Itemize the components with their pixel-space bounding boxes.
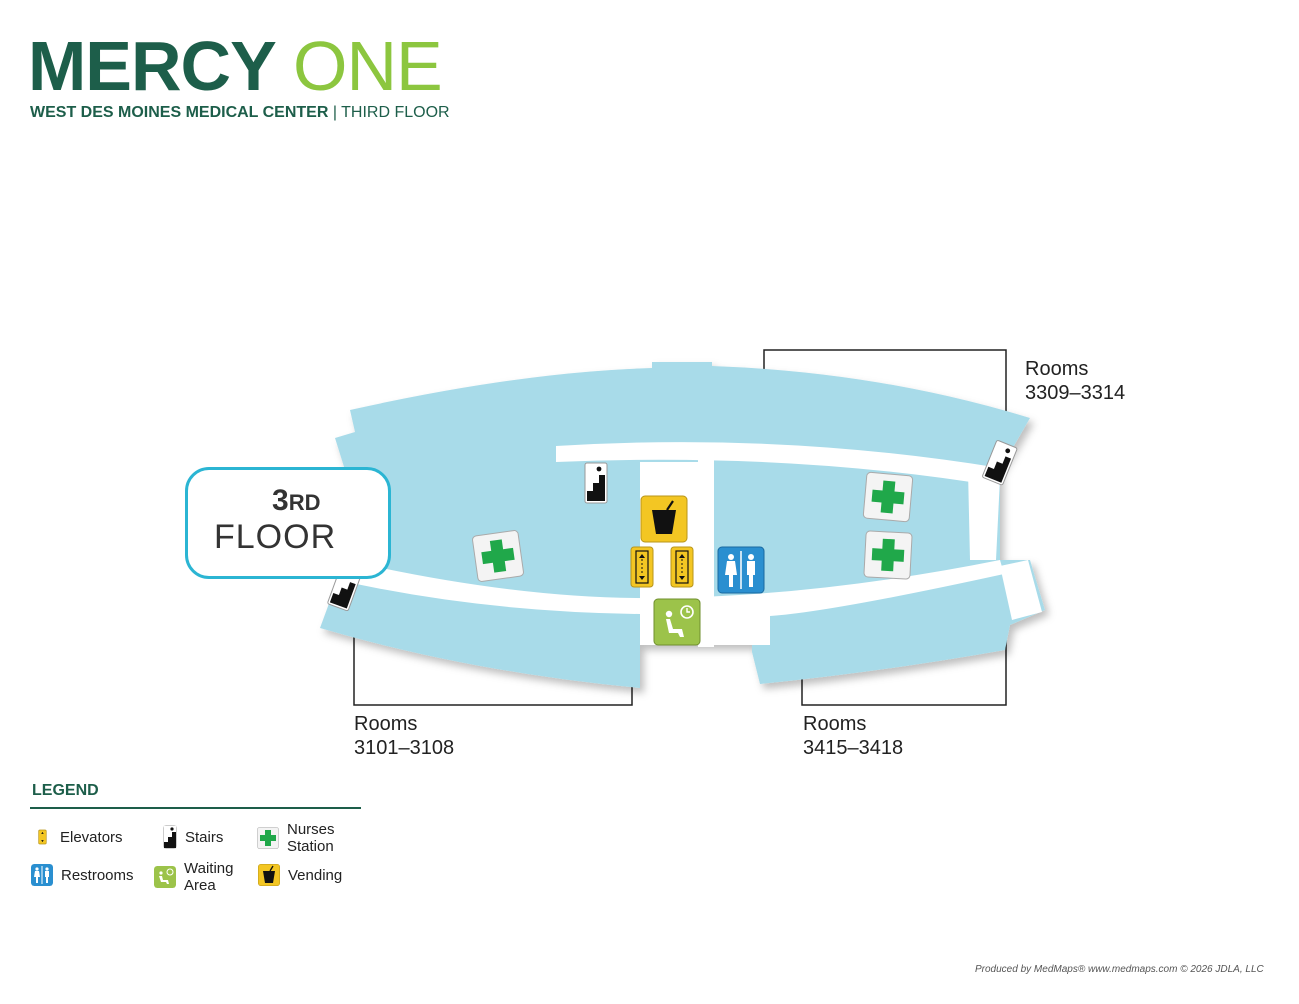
page-subtitle: WEST DES MOINES MEDICAL CENTER | THIRD F…	[30, 104, 450, 122]
subtitle-separator: |	[328, 104, 342, 121]
floor-badge	[185, 467, 391, 579]
legend-label: Elevators	[60, 828, 123, 846]
room-label-range: 3309–3314	[1025, 382, 1126, 404]
legend-item-stairs: Stairs	[163, 825, 223, 849]
waiting-area-icon	[154, 866, 176, 888]
legend-label: Waiting Area	[184, 860, 234, 894]
stairs-icon	[584, 462, 608, 504]
nurses-station-icon	[472, 530, 524, 582]
vending-icon	[258, 864, 280, 886]
legend-divider	[30, 807, 361, 809]
legend-item-nurses-station: Nurses Station	[257, 821, 335, 855]
legend-label: Restrooms	[61, 866, 134, 884]
restroom-icon	[31, 864, 53, 886]
facility-name: WEST DES MOINES MEDICAL CENTER	[30, 104, 329, 121]
floor-number: 3	[272, 484, 289, 517]
stairs-icon	[163, 825, 177, 849]
logo-one: ONE	[293, 27, 443, 105]
nurses-station-icon	[863, 530, 913, 580]
east-stair-corridor	[968, 470, 1000, 560]
room-label-title: Rooms	[354, 713, 418, 735]
legend-item-waiting-area: Waiting Area	[154, 860, 233, 894]
legend-label: Nurses Station	[287, 821, 335, 855]
bracket-3415-3418	[801, 600, 1007, 706]
nurses-station-icon	[862, 471, 914, 523]
elevator-icon	[670, 546, 694, 588]
east-annex	[1000, 560, 1042, 620]
legend-item-vending: Vending	[258, 864, 342, 886]
elevator-icon	[38, 829, 47, 845]
elevator-icon	[630, 546, 654, 588]
restroom-icon	[717, 546, 765, 594]
north-corridor	[556, 442, 1000, 486]
legend-item-elevators: Elevators	[38, 825, 123, 849]
legend-label: Stairs	[185, 828, 224, 846]
nurses-station-icon	[257, 827, 279, 849]
waiting-area-icon	[653, 598, 701, 646]
room-label-south-east: Rooms 3415–3418	[803, 712, 903, 760]
vending-icon	[640, 495, 688, 543]
room-label-title: Rooms	[1025, 358, 1089, 380]
legend-item-restrooms: Restrooms	[31, 864, 134, 886]
logo-mercy: MERCY	[28, 27, 277, 105]
floor-title: THIRD FLOOR	[341, 104, 450, 121]
legend-title: LEGEND	[32, 782, 99, 799]
floor-suffix: RD	[288, 490, 321, 515]
stairs-icon	[982, 440, 1018, 486]
floor-ordinal: 3RD	[272, 484, 320, 518]
central-corridor	[698, 452, 714, 647]
room-label-north-east: Rooms 3309–3314	[1025, 357, 1125, 405]
floor-word: FLOOR	[214, 518, 337, 556]
bracket-3101-3108	[353, 630, 633, 706]
room-label-range: 3101–3108	[354, 737, 455, 759]
room-label-range: 3415–3418	[803, 737, 904, 759]
credit-line: Produced by MedMaps® www.medmaps.com © 2…	[975, 964, 1264, 975]
room-label-title: Rooms	[803, 713, 867, 735]
legend-label: Vending	[288, 866, 343, 884]
room-label-south-west: Rooms 3101–3108	[354, 712, 454, 760]
